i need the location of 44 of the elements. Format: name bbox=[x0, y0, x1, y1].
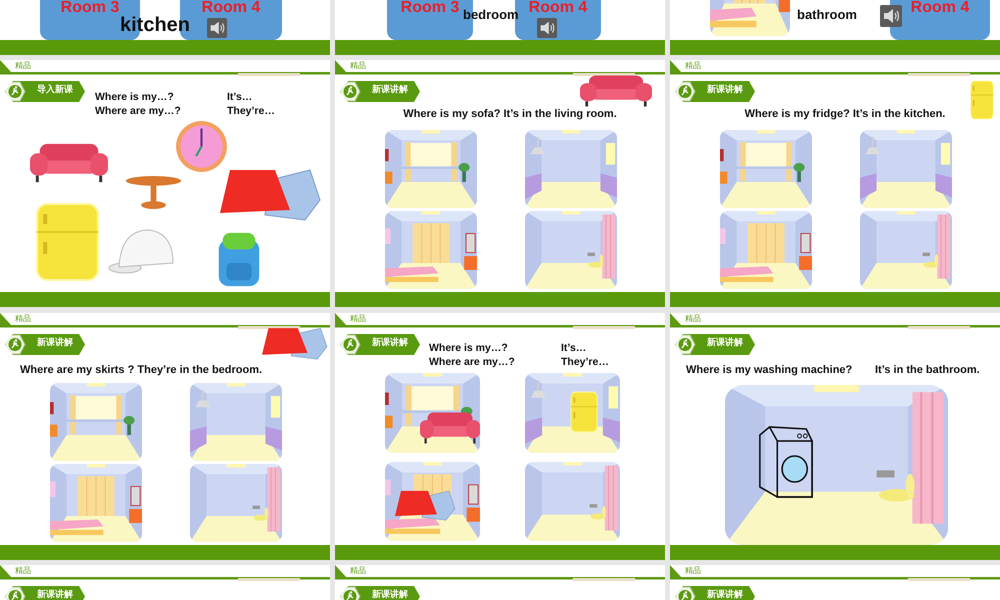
slide-panel bbox=[0, 313, 330, 560]
slide-panel bbox=[0, 60, 330, 307]
header-text: 精品 bbox=[350, 566, 367, 576]
header-text: 精品 bbox=[15, 566, 32, 576]
sentence-text: Where is my sofa? It’s in the living room. bbox=[402, 107, 618, 122]
header-text: 精品 bbox=[15, 314, 32, 324]
room-word: bathroom bbox=[797, 7, 858, 24]
banner-text: 新课讲解 bbox=[36, 589, 74, 600]
banner-text: 新课讲解 bbox=[371, 337, 409, 349]
slide-panel bbox=[670, 60, 1000, 307]
room-label: Room 4 bbox=[910, 0, 970, 18]
banner-text: 新课讲解 bbox=[706, 337, 744, 349]
sentence-text: Where is my…? Where are my…? bbox=[429, 342, 516, 370]
sentence-text: Where are my skirts ? They’re in the bedroom. bbox=[20, 363, 264, 378]
slide-panel bbox=[670, 313, 1000, 560]
sentence-text: Where is my fridge? It’s in the kitchen. bbox=[744, 107, 946, 122]
header-text: 精品 bbox=[350, 61, 367, 72]
banner-text: 导入新课 bbox=[36, 84, 74, 96]
header-text: 精品 bbox=[685, 61, 702, 72]
banner-text: 新课讲解 bbox=[371, 84, 409, 96]
slide-panel bbox=[335, 60, 665, 307]
banner-text: 新课讲解 bbox=[706, 84, 744, 96]
sentence-text: It’s in the bathroom. bbox=[875, 363, 981, 378]
room-label: Room 4 bbox=[200, 0, 262, 18]
section-tab bbox=[675, 81, 755, 102]
section-tab bbox=[340, 334, 420, 355]
header-text: 精品 bbox=[15, 61, 32, 72]
header-text: 精品 bbox=[685, 566, 702, 576]
section-tab bbox=[5, 334, 85, 355]
sentence-text: It’s… They’re… bbox=[561, 342, 610, 370]
header-text: 精品 bbox=[350, 314, 367, 324]
sentence-text: Where is my…? Where are my…? bbox=[95, 91, 182, 118]
section-tab bbox=[340, 81, 420, 102]
sentence-text: Where is my washing machine? bbox=[686, 363, 854, 378]
sentence-text: It’s… They’re… bbox=[227, 91, 276, 118]
section-tab bbox=[5, 81, 85, 102]
banner-text: 新课讲解 bbox=[706, 589, 744, 600]
banner-text: 新课讲解 bbox=[371, 589, 409, 600]
header-text: 精品 bbox=[685, 314, 702, 324]
section-tab bbox=[675, 334, 755, 355]
room-label: Room 4 bbox=[528, 0, 588, 18]
room-label: Room 3 bbox=[60, 0, 120, 18]
slide-panel bbox=[335, 313, 665, 560]
banner-text: 新课讲解 bbox=[36, 337, 74, 349]
